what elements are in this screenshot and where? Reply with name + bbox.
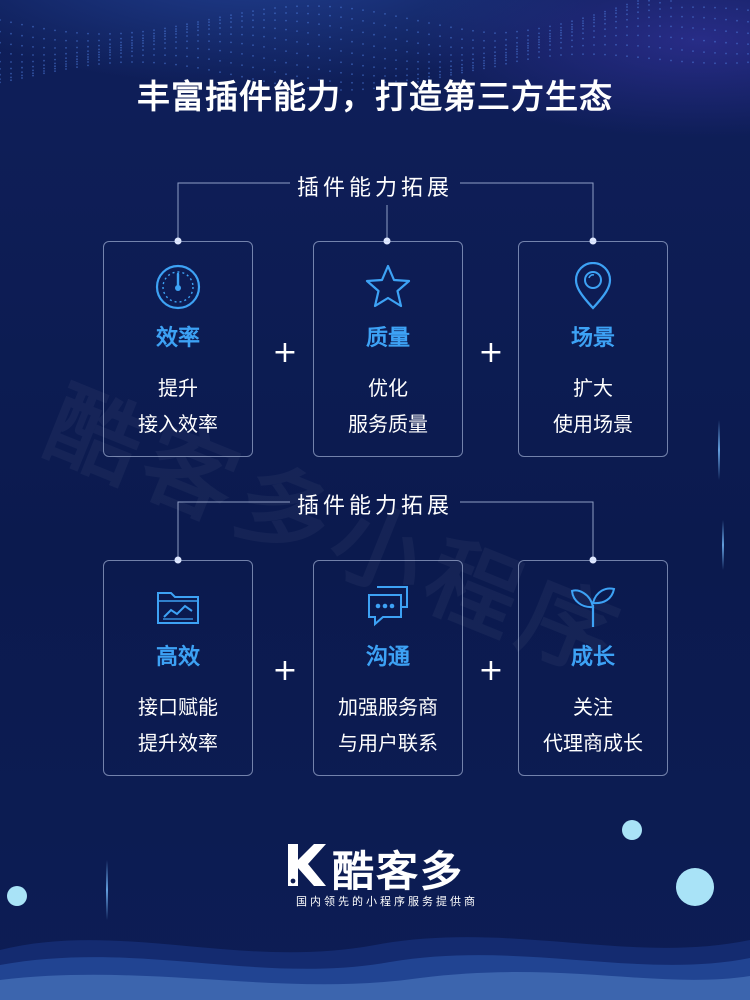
sprout-icon [570, 587, 616, 627]
desc-line-2: 提升效率 [138, 731, 218, 755]
desc-line-1: 提升 [158, 376, 198, 400]
desc-line-2: 使用场景 [553, 412, 633, 436]
card-description: 扩大 使用场景 [519, 370, 667, 442]
location-pin-icon [574, 262, 612, 310]
desc-line-2: 接入效率 [138, 412, 218, 436]
card-growth: 成长 关注 代理商成长 [518, 560, 668, 776]
star-icon [365, 264, 411, 308]
plus-sign: + [478, 335, 504, 370]
card-description: 接口赋能 提升效率 [104, 689, 252, 761]
plus-sign: + [478, 653, 504, 688]
speedometer-icon [155, 264, 201, 310]
card-name: 质量 [365, 326, 410, 351]
card-name: 成长 [570, 645, 615, 670]
card-name: 效率 [155, 326, 200, 351]
card-description: 提升 接入效率 [104, 370, 252, 442]
bubble-decoration [622, 820, 642, 840]
desc-line-1: 加强服务商 [338, 695, 438, 719]
bubble-decoration [7, 886, 27, 906]
bottom-wave-decoration [0, 937, 750, 1000]
bubble-decoration [676, 868, 714, 906]
brand-tagline: 国内领先的小程序服务提供商 [296, 895, 478, 908]
light-streak-decoration [106, 860, 108, 920]
desc-line-2: 代理商成长 [543, 731, 643, 755]
desc-line-2: 与用户联系 [338, 731, 438, 755]
plus-sign: + [272, 335, 298, 370]
section-label-2: 插件能力拓展 [296, 494, 453, 519]
chart-folder-icon [157, 592, 199, 624]
card-name: 场景 [570, 326, 615, 351]
card-description: 优化 服务质量 [314, 370, 462, 442]
card-description: 关注 代理商成长 [519, 689, 667, 761]
card-communication: 沟通 加强服务商 与用户联系 [313, 560, 463, 776]
desc-line-1: 接口赋能 [138, 695, 218, 719]
plus-sign: + [272, 653, 298, 688]
desc-line-1: 优化 [368, 376, 408, 400]
chat-bubbles-icon [368, 586, 408, 627]
section-label-1: 插件能力拓展 [296, 176, 453, 201]
desc-line-1: 扩大 [573, 376, 613, 400]
card-efficiency: 效率 提升 接入效率 [103, 241, 253, 457]
brand-name: 酷客多 [332, 847, 465, 896]
desc-line-1: 关注 [573, 695, 613, 719]
card-scenario: 场景 扩大 使用场景 [518, 241, 668, 457]
light-streak-decoration [718, 420, 720, 480]
card-quality: 质量 优化 服务质量 [313, 241, 463, 457]
card-description: 加强服务商 与用户联系 [314, 689, 462, 761]
particle-wave-decoration [0, 0, 749, 91]
card-high-efficiency: 高效 接口赋能 提升效率 [103, 560, 253, 776]
light-streak-decoration [722, 520, 724, 570]
card-name: 高效 [155, 645, 200, 670]
desc-line-2: 服务质量 [348, 412, 428, 436]
brand-logo-icon [288, 844, 326, 886]
card-name: 沟通 [365, 645, 410, 670]
page-title: 丰富插件能力，打造第三方生态 [137, 77, 613, 116]
